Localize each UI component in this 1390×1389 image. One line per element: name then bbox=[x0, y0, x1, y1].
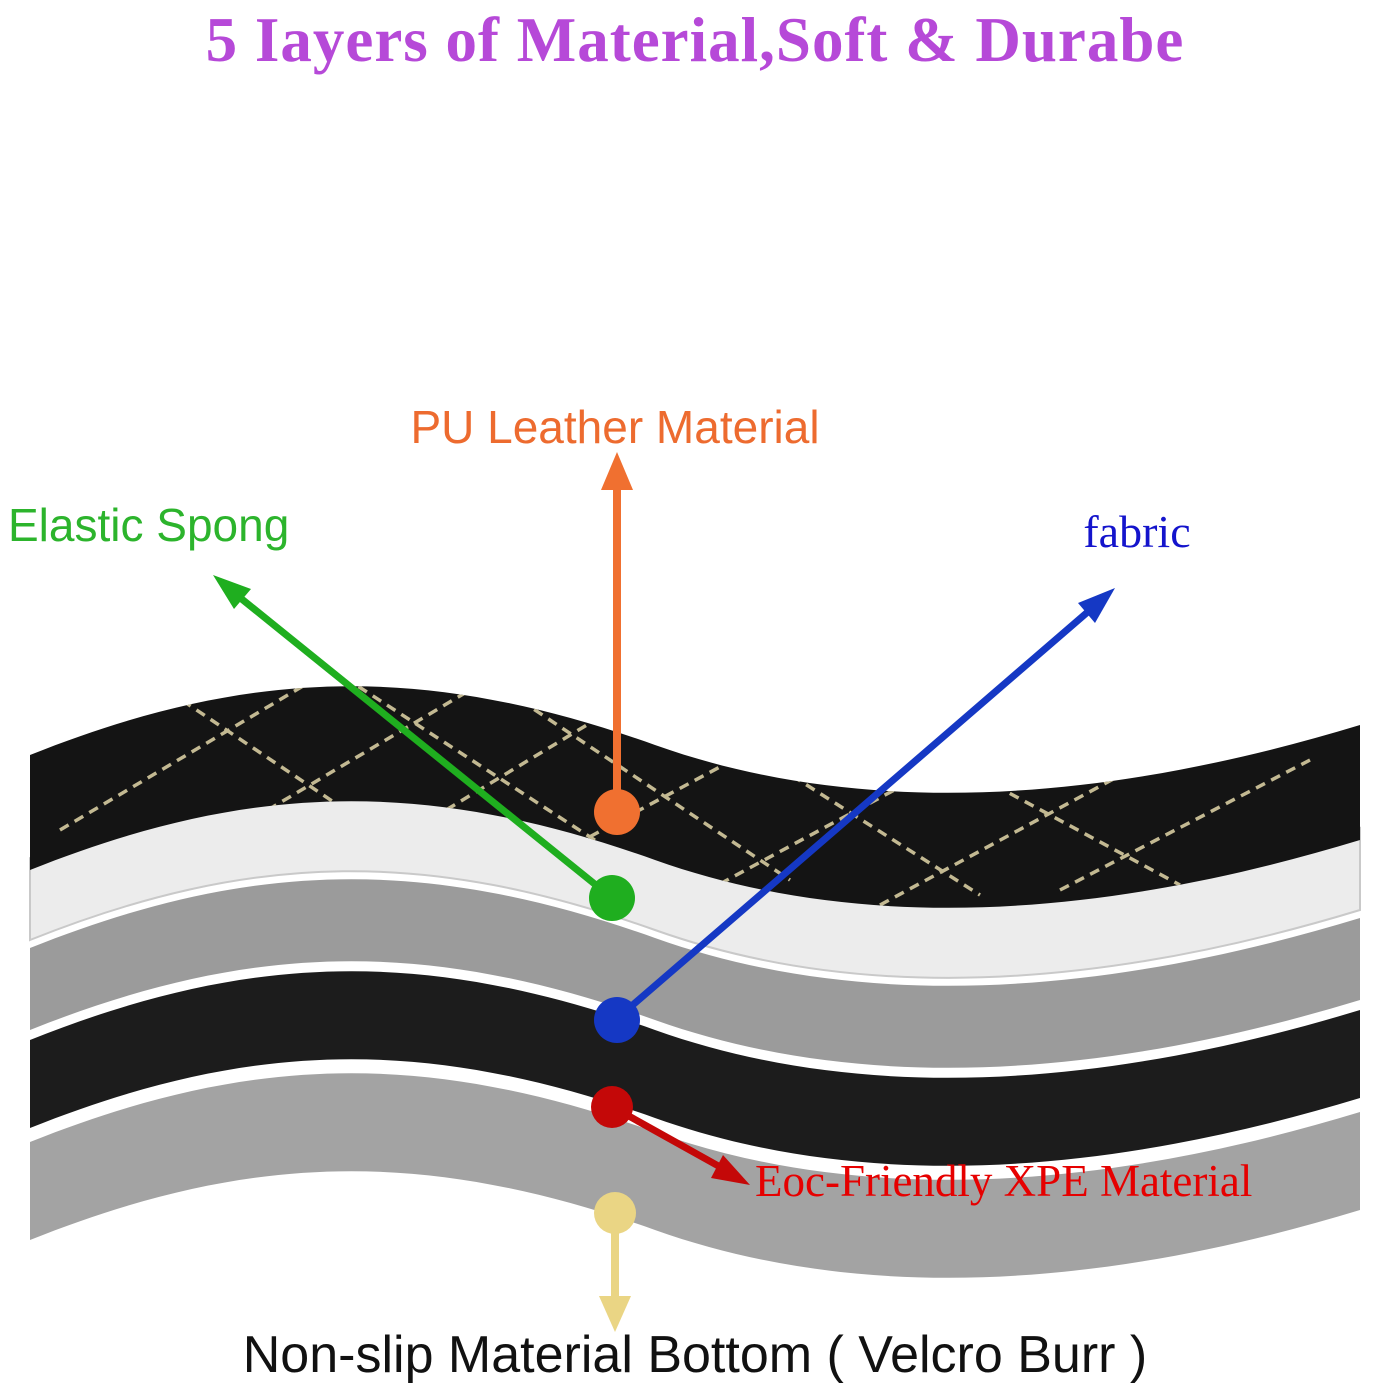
elastic-spong-arrow bbox=[213, 575, 615, 901]
non-slip-arrow bbox=[599, 1232, 631, 1332]
xpe-arrow bbox=[616, 1106, 750, 1185]
pu-leather-dot bbox=[594, 789, 640, 835]
fabric-dot bbox=[594, 997, 640, 1043]
layer-pu-leather bbox=[30, 686, 1360, 908]
layer-xpe bbox=[30, 971, 1360, 1166]
pu-leather-arrow bbox=[601, 452, 633, 800]
fabric-arrow bbox=[617, 588, 1115, 1019]
page-title: 5 Iayers of Material,Soft & Durabe bbox=[205, 5, 1185, 75]
callout-pu-leather: PU Leather Material bbox=[410, 401, 820, 453]
non-slip-dot bbox=[594, 1192, 636, 1234]
xpe-dot bbox=[591, 1086, 633, 1128]
callout-non-slip-bottom: Non-slip Material Bottom ( Velcro Burr ) bbox=[242, 1326, 1148, 1384]
callout-elastic-spong: Elastic Spong bbox=[8, 499, 290, 551]
layer-fabric bbox=[30, 879, 1360, 1068]
callout-fabric: fabric bbox=[1083, 506, 1191, 557]
layer-non-slip-bottom bbox=[30, 1073, 1360, 1278]
callout-xpe-material: Eoc-Friendly XPE Material bbox=[755, 1156, 1253, 1206]
elastic-spong-dot bbox=[589, 875, 635, 921]
